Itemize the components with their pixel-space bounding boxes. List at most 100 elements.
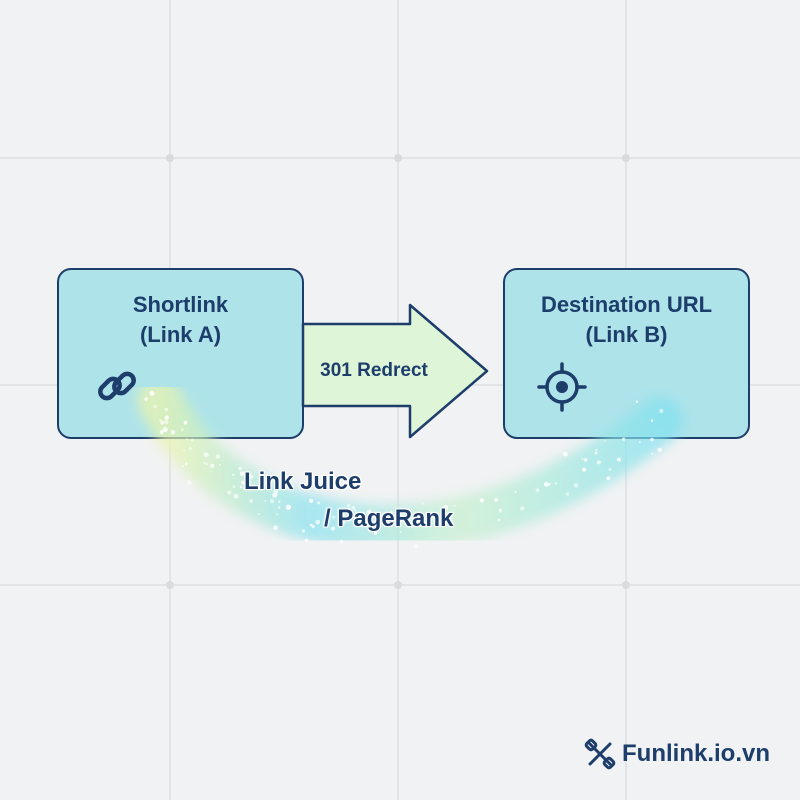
sparkle xyxy=(638,441,641,444)
sparkle xyxy=(497,518,501,522)
sparkle xyxy=(186,480,192,485)
sparkle xyxy=(340,513,346,519)
sparkle xyxy=(189,447,192,450)
pagerank-label: / PageRank xyxy=(324,505,454,532)
sparkle xyxy=(606,476,611,481)
sparkle xyxy=(257,512,260,516)
sparkle xyxy=(582,467,587,472)
sparkle xyxy=(342,521,346,524)
sparkle xyxy=(190,438,194,442)
sparkle xyxy=(409,520,413,524)
sparkle xyxy=(219,464,221,466)
sparkle xyxy=(239,471,245,477)
sparkle xyxy=(657,447,662,452)
sparkle xyxy=(498,508,503,513)
shortlink-title-line1: Shortlink xyxy=(132,292,229,317)
sparkle xyxy=(249,499,254,503)
sparkle xyxy=(594,451,598,455)
sparkle xyxy=(301,529,305,533)
sparkle xyxy=(330,526,336,531)
sparkle xyxy=(635,400,638,403)
sparkle xyxy=(565,492,570,497)
sparkle xyxy=(278,500,281,503)
target-crosshair-icon xyxy=(537,362,587,412)
sparkle xyxy=(203,452,209,458)
sparkle xyxy=(494,497,499,502)
link-juice-flow xyxy=(137,377,683,551)
sparkle xyxy=(390,511,394,515)
sparkle xyxy=(149,391,155,396)
sparkle xyxy=(413,543,419,549)
sparkle xyxy=(240,480,246,485)
sparkle xyxy=(159,430,164,435)
sparkle xyxy=(144,397,148,401)
sparkle xyxy=(543,482,549,487)
sparkle xyxy=(311,524,315,529)
link-chain-icon xyxy=(98,371,136,401)
sparkle xyxy=(650,437,654,442)
sparkle xyxy=(164,415,169,420)
redirect-label: 301 Redrect xyxy=(320,360,428,381)
sparkle xyxy=(596,460,602,465)
sparkle xyxy=(315,519,321,525)
sparkle xyxy=(285,504,291,510)
sparkle xyxy=(183,449,186,452)
sparkle xyxy=(353,509,357,512)
sparkle xyxy=(183,420,188,425)
shortlink-box: Shortlink (Link A) xyxy=(57,268,304,439)
destination-title-line1: Destination URL xyxy=(540,292,713,317)
sparkle xyxy=(520,506,525,511)
sparkle xyxy=(412,525,414,528)
shortlink-title: Shortlink (Link A) xyxy=(59,290,302,350)
sparkle xyxy=(238,466,242,471)
sparkle xyxy=(184,462,188,466)
brand-name: Funlink.io.vn xyxy=(622,740,770,767)
sparkle xyxy=(604,440,607,442)
sparkle xyxy=(159,419,162,422)
sparkle xyxy=(651,452,654,455)
sparkle xyxy=(233,493,239,499)
sparkle xyxy=(650,419,654,422)
destination-title-line2: (Link B) xyxy=(585,322,668,347)
sparkle xyxy=(317,501,321,505)
sparkle xyxy=(535,488,540,493)
destination-url-box: Destination URL (Link B) xyxy=(503,268,750,439)
redirect-arrow xyxy=(301,303,489,439)
sparkle xyxy=(547,482,551,486)
sparkle xyxy=(347,507,351,512)
sparkle xyxy=(308,498,314,503)
link-juice-label: Link Juice xyxy=(244,468,362,495)
sparkle xyxy=(346,503,351,508)
sparkle xyxy=(374,531,378,535)
sparkle xyxy=(227,490,232,495)
sparkle xyxy=(514,490,517,494)
sparkle xyxy=(573,483,579,488)
sparkle xyxy=(164,407,169,412)
sparkle xyxy=(595,449,598,452)
sparkle xyxy=(364,519,368,523)
sparkle xyxy=(249,474,254,479)
sparkle xyxy=(182,465,185,468)
sparkle xyxy=(162,427,168,433)
sparkle xyxy=(203,461,206,464)
sparkle xyxy=(479,498,485,503)
shortlink-title-line2: (Link A) xyxy=(139,322,222,347)
sparkle xyxy=(242,487,246,491)
sparkle xyxy=(277,506,281,509)
sparkle xyxy=(351,506,355,510)
sparkle xyxy=(583,458,588,462)
sparkle xyxy=(215,454,220,459)
sparkle xyxy=(421,502,424,505)
sparkle xyxy=(443,505,449,511)
sparkle xyxy=(357,525,361,528)
x-logo-icon xyxy=(584,738,616,770)
sparkle xyxy=(205,462,208,466)
sparkle xyxy=(266,481,271,485)
sparkle xyxy=(622,437,626,441)
sparkle xyxy=(239,485,243,489)
sparkle xyxy=(659,409,664,413)
sparkle xyxy=(424,517,427,520)
sparkle xyxy=(563,451,568,457)
brand-logo: Funlink.io.vn xyxy=(584,738,770,770)
